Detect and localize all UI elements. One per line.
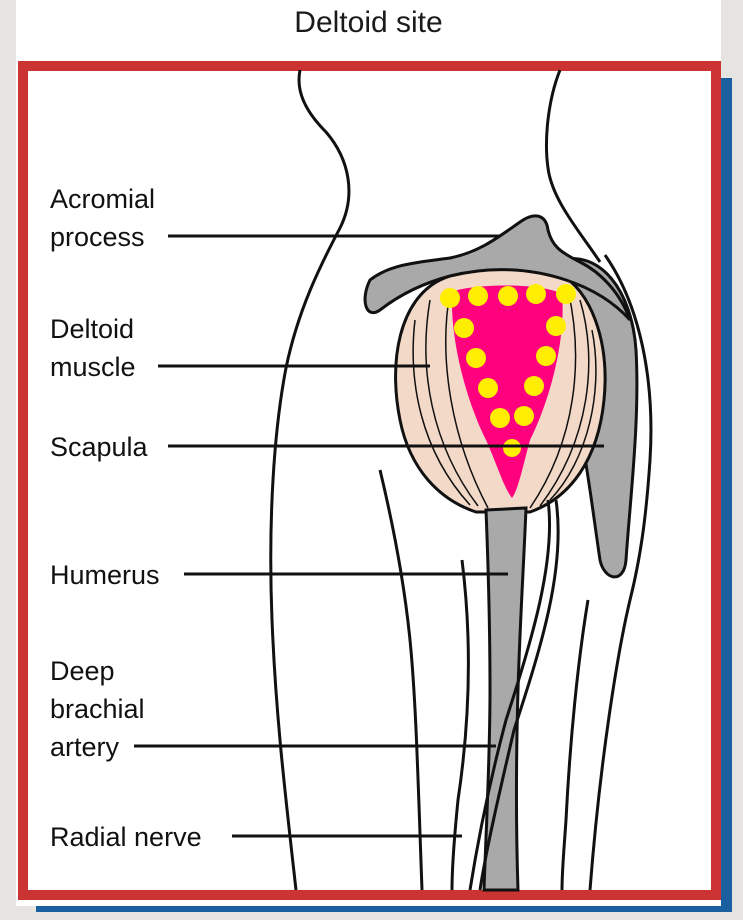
injection-point bbox=[468, 286, 488, 306]
injection-point bbox=[514, 406, 534, 426]
label-acromial-2: process bbox=[50, 222, 145, 252]
label-radial: Radial nerve bbox=[50, 822, 202, 852]
injection-point bbox=[556, 284, 576, 304]
injection-point bbox=[498, 286, 518, 306]
label-scapula: Scapula bbox=[50, 432, 149, 462]
label-deltoid-1: Deltoid bbox=[50, 314, 134, 344]
label-artery-1: Deep bbox=[50, 656, 115, 686]
injection-point bbox=[503, 439, 521, 457]
label-artery-3: artery bbox=[50, 732, 120, 762]
label-humerus: Humerus bbox=[50, 560, 160, 590]
label-artery-2: brachial bbox=[50, 694, 145, 724]
injection-point bbox=[536, 346, 556, 366]
injection-point bbox=[466, 348, 486, 368]
injection-point bbox=[440, 288, 460, 308]
injection-point bbox=[546, 316, 566, 336]
injection-point bbox=[478, 378, 498, 398]
label-deltoid-2: muscle bbox=[50, 352, 136, 382]
injection-point bbox=[524, 376, 544, 396]
injection-point bbox=[526, 284, 546, 304]
injection-point bbox=[454, 318, 474, 338]
label-acromial-1: Acromial bbox=[50, 184, 155, 214]
injection-point bbox=[490, 408, 510, 428]
